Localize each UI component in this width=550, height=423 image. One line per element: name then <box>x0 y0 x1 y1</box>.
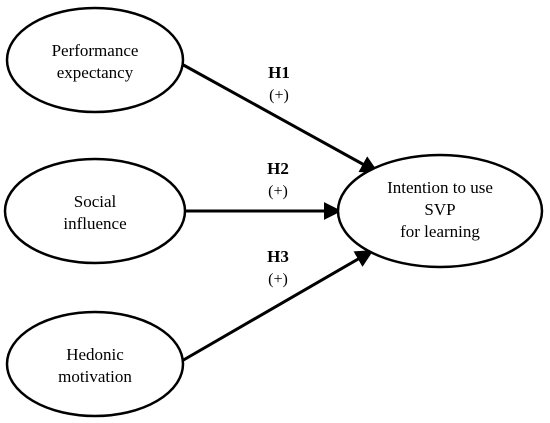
hypothesis-label: H2 <box>267 159 289 178</box>
hypothesis-h1: H1 (+) <box>268 63 290 104</box>
hypothesis-h2: H2 (+) <box>267 159 289 200</box>
construct-label-line: Intention to use <box>387 178 493 197</box>
construct-label-line: influence <box>63 214 126 233</box>
construct-hedonic-motivation: Hedonic motivation <box>5 310 185 418</box>
hypothesis-label: H3 <box>267 247 289 266</box>
arrow-h3 <box>179 249 374 364</box>
arrow-h1 <box>177 60 379 174</box>
hypothesis-sign: (+) <box>269 87 289 104</box>
hypothesis-label: H1 <box>268 63 290 82</box>
construct-label-line: SVP <box>424 200 455 219</box>
construct-label-line: Hedonic <box>66 345 124 364</box>
construct-label-line: Social <box>74 192 117 211</box>
construct-label-line: for learning <box>400 222 480 241</box>
hypothesis-sign: (+) <box>268 271 288 288</box>
hypothesis-sign: (+) <box>268 183 288 200</box>
construct-intention-to-use: Intention to use SVP for learning <box>336 153 544 269</box>
construct-label-line: expectancy <box>57 63 134 82</box>
hypothesis-h3: H3 (+) <box>267 247 289 288</box>
construct-performance-expectancy: Performance expectancy <box>5 6 185 114</box>
construct-label-line: motivation <box>58 367 132 386</box>
construct-label-line: Performance <box>52 41 139 60</box>
construct-social-influence: Social influence <box>3 157 187 265</box>
